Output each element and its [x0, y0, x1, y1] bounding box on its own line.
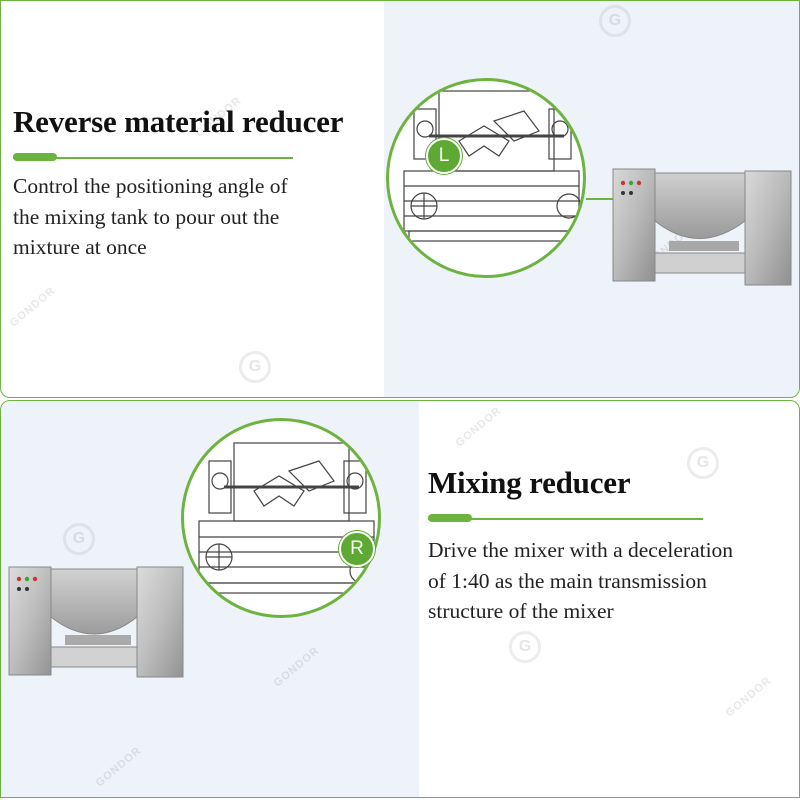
description-line: of 1:40 as the main transmission [428, 568, 707, 593]
reducer-detail-zoom [181, 418, 381, 618]
watermark-logo-icon: G [599, 5, 631, 37]
section-title: Reverse material reducer [13, 104, 344, 139]
description-line: mixture at once [13, 235, 147, 259]
description-line: the mixing tank to pour out the [13, 204, 280, 229]
watermark-text: GONDOR [7, 284, 58, 330]
left-side-badge: L [426, 138, 462, 174]
reducer-detail-zoom [386, 78, 586, 278]
watermark-logo-icon: G [63, 523, 95, 555]
description-line: structure of the mixer [428, 599, 614, 623]
section-title: Mixing reducer [428, 465, 631, 500]
watermark-text: GONDOR [453, 404, 504, 450]
mixer-line-drawing [198, 442, 375, 594]
title-underline-accent [428, 514, 472, 522]
section-description: Control the positioning angle of the mix… [13, 171, 288, 263]
watermark-logo-icon: G [509, 631, 541, 663]
mixer-machine-image [612, 168, 792, 286]
title-underline [428, 518, 703, 520]
section-description: Drive the mixer with a deceleration of 1… [428, 535, 733, 627]
section-mixing-reducer: G GONDOR GONDOR GONDOR G G GONDOR Mixing… [0, 400, 800, 798]
description-line: Drive the mixer with a deceleration [428, 538, 734, 562]
right-side-badge: R [339, 531, 375, 567]
watermark-logo-icon: G [239, 351, 271, 383]
watermark-text: GONDOR [723, 674, 774, 720]
mixer-line-drawing [403, 90, 582, 242]
watermark-logo-icon: G [687, 447, 719, 479]
description-line: Control the positioning angle of [13, 174, 288, 198]
callout-leader-line [586, 198, 616, 200]
title-underline [13, 157, 293, 159]
title-underline-accent [13, 153, 57, 161]
section-reverse-reducer: G GONDOR GONDOR G GONDOR Reverse materia… [0, 0, 800, 398]
mixer-machine-image [8, 566, 184, 678]
